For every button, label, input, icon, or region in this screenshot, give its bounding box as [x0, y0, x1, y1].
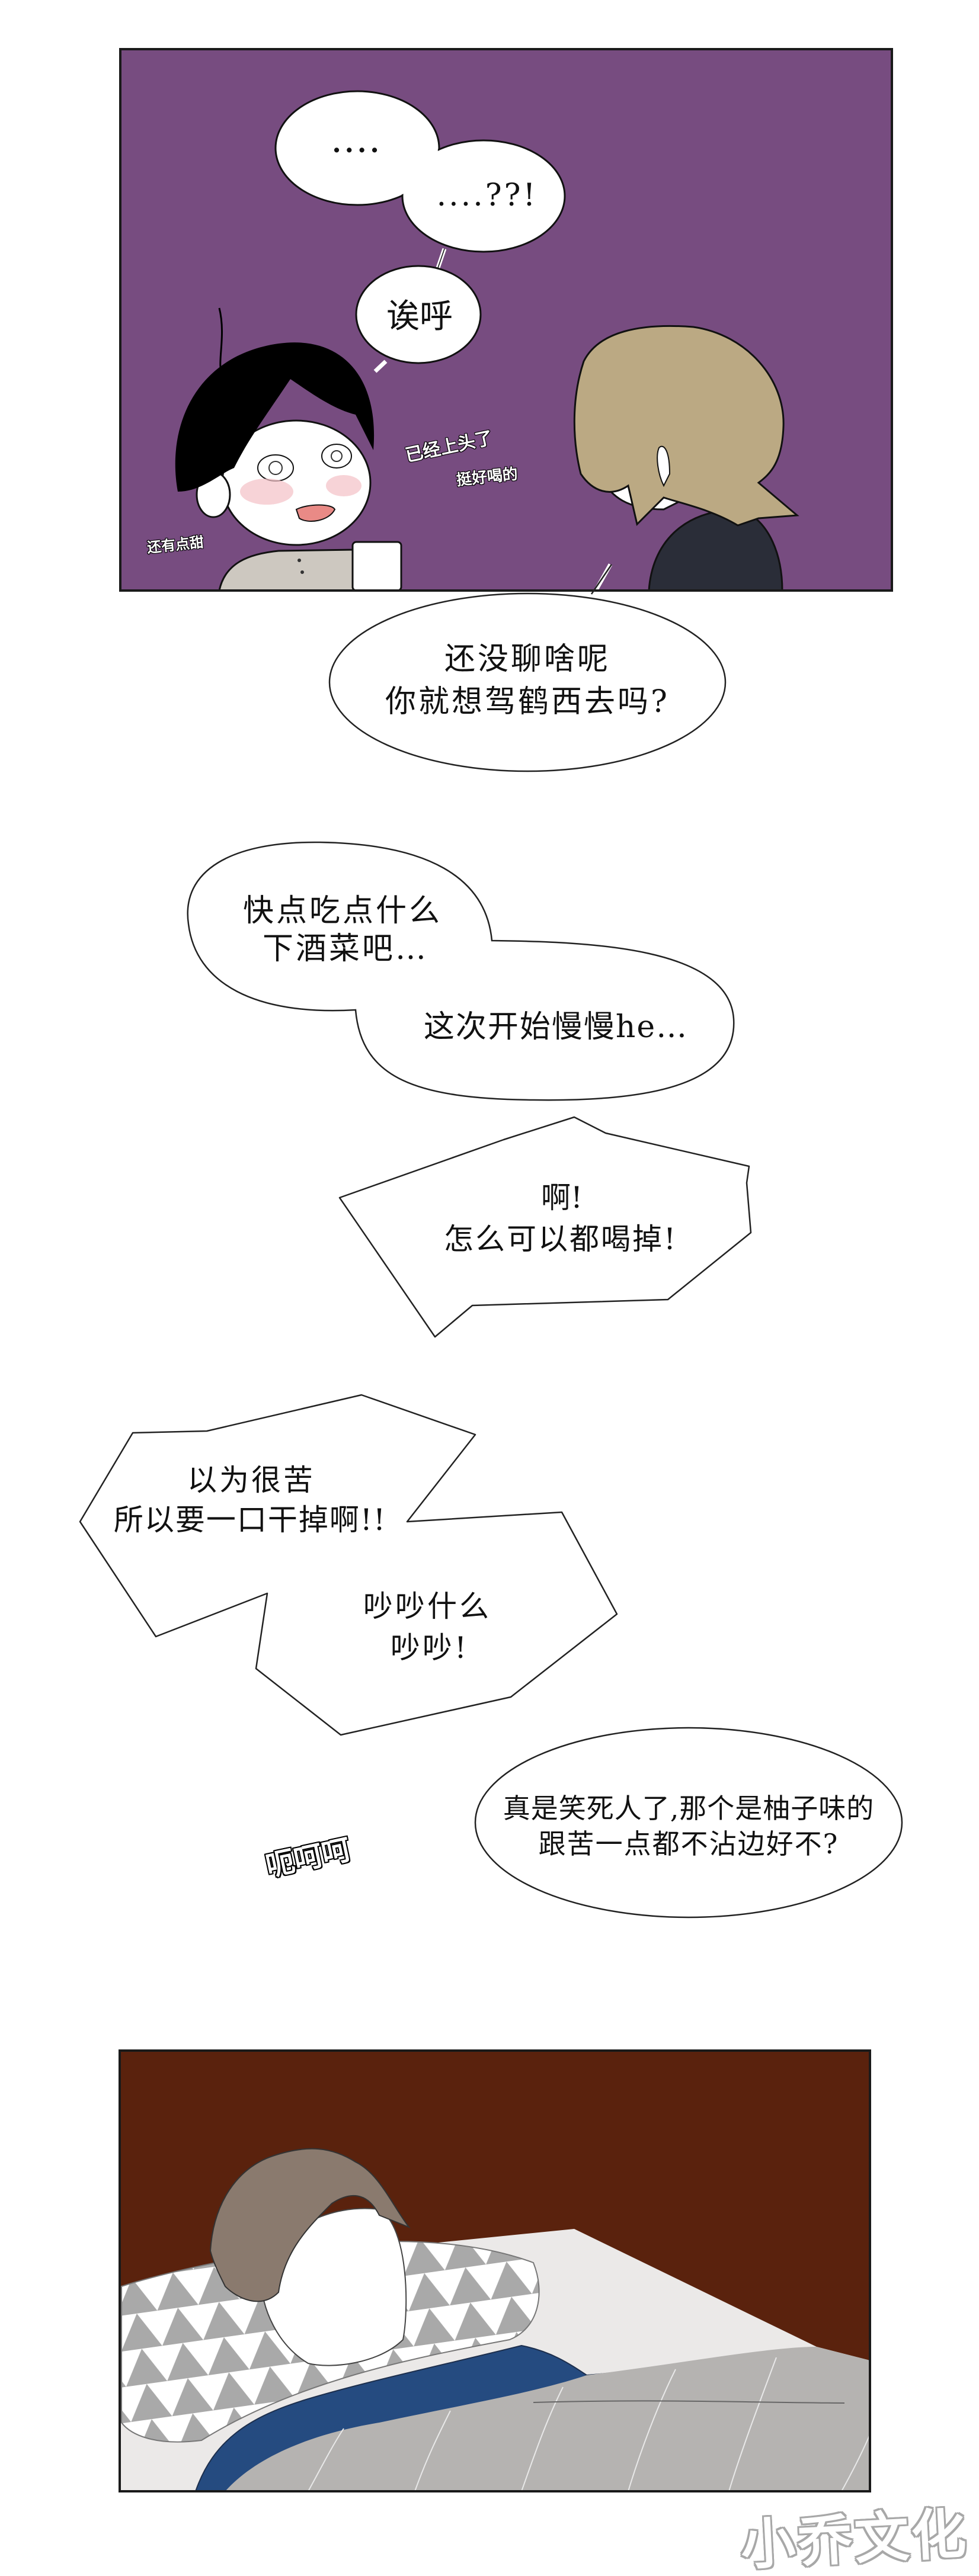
- bubble-spiky-1-line-2: 怎么可以都喝掉!: [443, 1222, 678, 1256]
- bubble-oval-2-line-2: 跟苦一点都不沾边好不?: [538, 1828, 839, 1860]
- bubble-lobe-top-line-1: 快点吃点什么: [242, 893, 443, 929]
- bubble-lobe-top-line-2: 下酒菜吧…: [262, 931, 429, 967]
- bubble-oval-2: [474, 1727, 903, 1919]
- bubble-spiky-2: [79, 1394, 618, 1736]
- bubble-oval-1-line-2: 你就想驾鹤西去吗?: [385, 684, 670, 720]
- bubble-oval-1: [328, 592, 727, 772]
- bubble-spiky-2-line-2: 所以要一口干掉啊!!: [113, 1503, 387, 1537]
- bubble-double-lobe: [187, 841, 735, 1101]
- black-haired-character: [175, 307, 402, 591]
- blond-character: [573, 325, 799, 591]
- bubble-question: [401, 139, 566, 253]
- bubble-spiky-3-line-2: 吵吵!: [390, 1631, 469, 1665]
- bubble-sigh: [355, 265, 482, 364]
- bubble-spiky-1: [338, 1116, 752, 1338]
- bubble-spiky-1-line-1: 啊!: [540, 1180, 583, 1215]
- bubble-spiky-2-line-1: 以为很苦: [187, 1463, 315, 1497]
- bubble-dots-text: ....: [332, 129, 383, 159]
- watermark-logo: 小乔文化: [739, 2502, 970, 2576]
- bubble-lobe-bottom-line-1: 这次开始慢慢he…: [423, 1009, 689, 1045]
- panel-2: [120, 2051, 870, 2491]
- bubble-oval-1-line-1: 还没聊啥呢: [444, 641, 611, 677]
- bubble-oval-2-line-1: 真是笑死人了,那个是柚子味的: [503, 1792, 875, 1824]
- panel-1: [120, 49, 892, 591]
- bubble-question-text: ....??!: [436, 178, 538, 213]
- bubble-spiky-3-line-1: 吵吵什么: [363, 1589, 491, 1624]
- bubble-sigh-text: 诶呼: [386, 297, 453, 336]
